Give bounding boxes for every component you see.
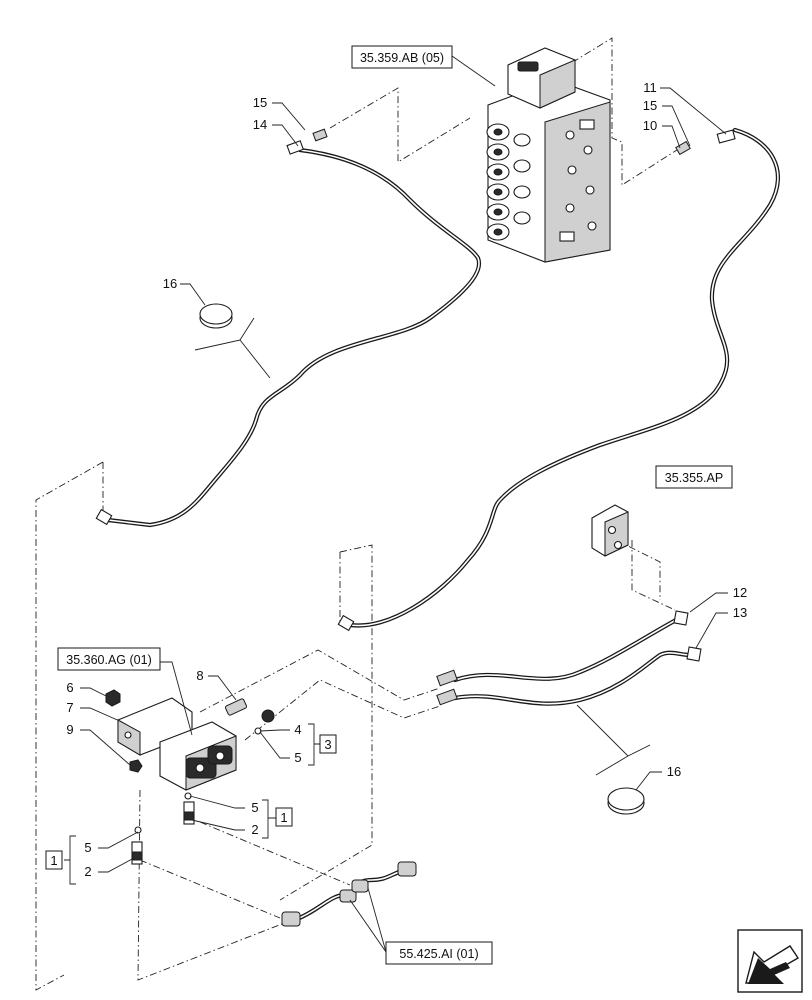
callout-16-left: 16	[163, 276, 177, 291]
valve-block-part	[591, 504, 629, 557]
group-box-3: 3	[319, 734, 337, 754]
callout-12: 12	[733, 585, 747, 600]
callout-15-top-left: 15	[253, 95, 267, 110]
group-label-3: 3	[324, 737, 331, 752]
group-label-1-left: 1	[50, 853, 57, 868]
callout-16-right: 16	[667, 764, 681, 779]
callout-15-top-right: 15	[643, 98, 657, 113]
hose-12	[452, 617, 679, 683]
phantom-lines	[35, 37, 681, 991]
group-box-1-left: 1	[45, 850, 63, 870]
ref-control-valve[interactable]: 35.359.AB (05)	[351, 45, 453, 69]
callout-14: 14	[253, 117, 267, 132]
valve-ports	[559, 119, 597, 242]
direction-arrow-icon	[737, 929, 803, 993]
leader-lines	[80, 55, 728, 953]
callout-4: 4	[294, 722, 301, 737]
callout-9: 9	[66, 722, 73, 737]
control-valve-block	[486, 47, 611, 263]
hose-14	[105, 147, 482, 528]
callout-5-group1-left: 5	[84, 840, 91, 855]
small-parts	[105, 689, 275, 865]
ref-solenoid-valve[interactable]: 35.360.AG (01)	[57, 647, 161, 671]
ref-harness[interactable]: 55.425.AI (01)	[385, 941, 493, 965]
clamp-left	[194, 303, 271, 379]
ref-harness-label: 55.425.AI (01)	[399, 947, 478, 961]
ref-control-valve-label: 35.359.AB (05)	[360, 51, 444, 65]
callout-8: 8	[196, 668, 203, 683]
clamp-right	[576, 704, 651, 815]
hose-11	[347, 127, 781, 628]
callout-11: 11	[643, 80, 657, 95]
callout-2-group1-left: 2	[84, 864, 91, 879]
harness-connectors	[281, 861, 417, 927]
group-braces	[64, 723, 320, 885]
ref-valve-block[interactable]: 35.355.AP	[655, 465, 733, 489]
callout-5-group3: 5	[294, 750, 301, 765]
valve-spools	[486, 123, 531, 241]
callout-5-group1-right: 5	[251, 800, 258, 815]
group-label-1-right: 1	[280, 810, 287, 825]
group-box-1-right: 1	[275, 807, 293, 827]
callout-6: 6	[66, 680, 73, 695]
callout-10: 10	[643, 118, 657, 133]
hose-fittings	[95, 128, 736, 706]
callout-7: 7	[66, 700, 73, 715]
callout-2-group1-right: 2	[251, 822, 258, 837]
callout-13: 13	[733, 605, 747, 620]
hose-13	[452, 650, 693, 706]
callout-numbers: 15 14 11 15 10 16 16 12 13 8 6 7 9 4 5 5…	[66, 80, 747, 879]
ref-valve-block-label: 35.355.AP	[665, 471, 723, 485]
solenoid-valve	[159, 721, 237, 791]
ref-solenoid-valve-label: 35.360.AG (01)	[66, 653, 151, 667]
